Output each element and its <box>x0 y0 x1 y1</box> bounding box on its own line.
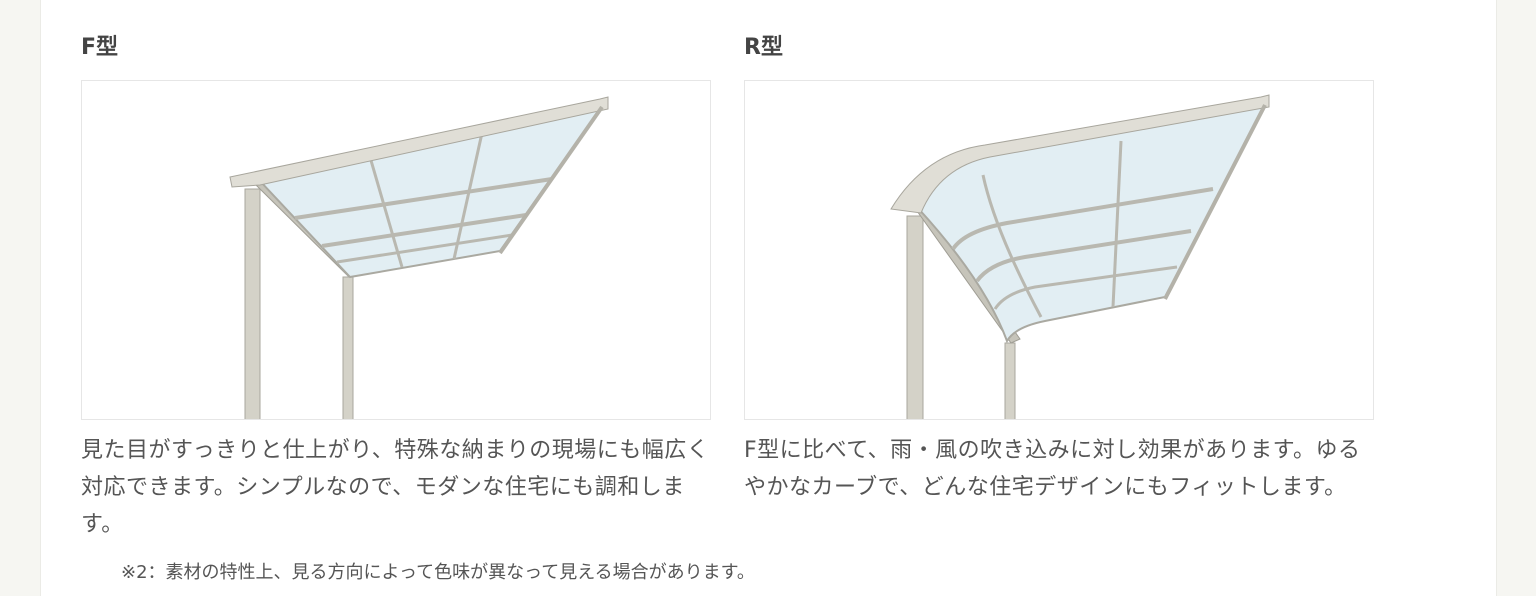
footnote: ※2：素材の特性上、見る方向によって色味が異なって見える場合があります。 <box>121 562 755 583</box>
f-type-image <box>81 80 711 420</box>
r-type-description: F型に比べて、雨・風の吹き込みに対し効果があります。ゆるやかなカーブで、どんな住… <box>744 438 1361 500</box>
r-type-title: R型 <box>744 35 783 60</box>
r-type-image <box>744 80 1374 420</box>
f-type-title: F型 <box>81 35 119 60</box>
r-type-section: R型 F型に比べて、雨・風の吹き込みに対し効果があります。ゆるやかなカーブで、ど… <box>744 30 1374 506</box>
r-type-carport-illustration <box>890 94 1270 419</box>
f-type-section: F型 見た目がすっきりと仕上がり、特殊な納まりの現場にも幅広く対応できます。シン… <box>81 30 711 543</box>
f-type-carport-illustration <box>229 96 609 419</box>
f-type-description: 見た目がすっきりと仕上がり、特殊な納まりの現場にも幅広く対応できます。シンプルな… <box>81 438 710 537</box>
